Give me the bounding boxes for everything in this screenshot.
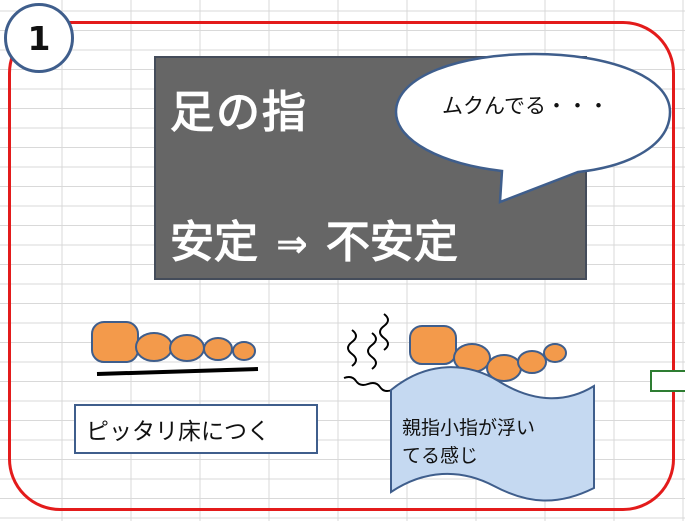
toe-right-5 xyxy=(543,343,567,363)
toe-right-4 xyxy=(517,350,547,374)
big-toe-right xyxy=(409,325,457,365)
floating-caption-line-2: てる感じ xyxy=(402,445,479,467)
wobble-line-2 xyxy=(367,332,377,370)
grounded-caption: ピッタリ床につく xyxy=(86,419,270,445)
speech-bubble xyxy=(394,52,672,204)
toe-left-5 xyxy=(232,341,256,361)
banner-shape xyxy=(390,366,595,502)
toe-left-3 xyxy=(169,334,205,362)
wobble-line-1 xyxy=(347,329,357,367)
big-toe-left xyxy=(91,321,139,363)
step-number-badge: 1 xyxy=(4,3,74,73)
floating-caption-banner xyxy=(390,366,595,502)
grounded-toes-icon xyxy=(91,321,259,376)
toe-left-2 xyxy=(135,332,173,362)
floating-caption: 親指小指が浮い てる感じ xyxy=(402,414,572,470)
toe-left-4 xyxy=(203,337,233,361)
red-rounded-frame xyxy=(8,21,675,511)
stable-label: 安定 xyxy=(170,217,258,268)
wobble-line-4 xyxy=(343,376,393,392)
wobble-line-3 xyxy=(379,313,389,351)
step-number: 1 xyxy=(27,18,51,58)
floor-line xyxy=(96,367,259,376)
floating-caption-line-1: 親指小指が浮い xyxy=(402,417,536,439)
unstable-label: 不安定 xyxy=(325,217,458,268)
selected-cell[interactable] xyxy=(650,370,685,392)
arrow-icon: ⇒ xyxy=(276,222,308,266)
floating-toes-icon xyxy=(343,313,567,392)
panel-title: 足の指 xyxy=(170,87,308,138)
speech-bubble-shape xyxy=(394,52,672,204)
speech-bubble-text: ムクんでる・・・ xyxy=(442,94,609,118)
grounded-caption-box: ピッタリ床につく xyxy=(74,404,318,454)
stability-change-text: 安定 ⇒ 不安定 xyxy=(170,206,458,270)
